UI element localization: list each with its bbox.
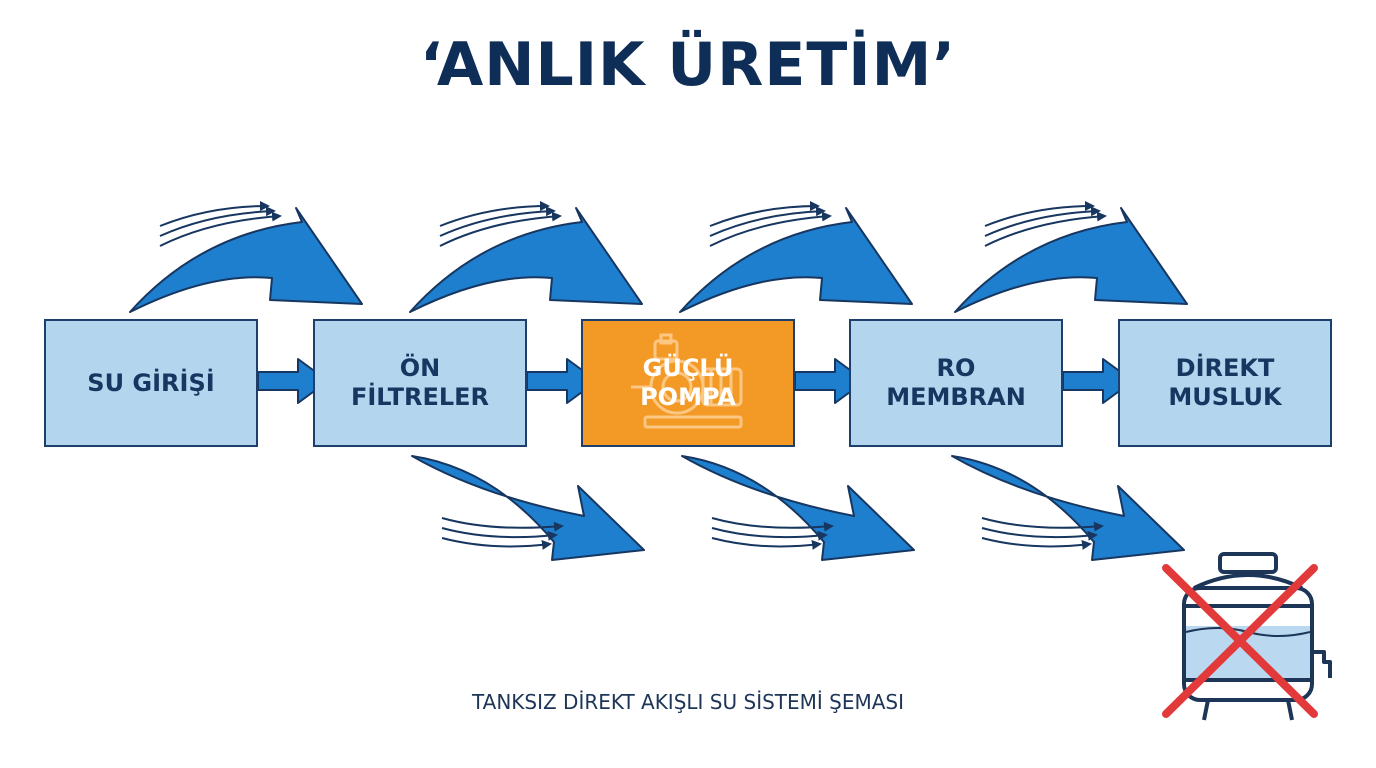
stage-label: DİREKT MUSLUK xyxy=(1168,354,1282,411)
crossed-out-water-tank-icon xyxy=(1162,552,1332,721)
stage-label: SU GİRİŞİ xyxy=(87,368,215,397)
diagram-caption: TANKSIZ DİREKT AKIŞLI SU SİSTEMİ ŞEMASI xyxy=(471,690,905,714)
flow-arrow-icon xyxy=(951,455,1185,561)
stage-box-on-filtreler: ÖN FİLTRELER xyxy=(313,319,527,447)
stage-box-su-girisi: SU GİRİŞİ xyxy=(44,319,258,447)
flow-arrow-icon xyxy=(954,201,1188,313)
page-title: ‘ANLIK ÜRETİM’ xyxy=(419,30,957,100)
flow-arcs-group xyxy=(129,201,1188,561)
stage-box-ro-membran: RO MEMBRAN xyxy=(849,319,1063,447)
stage-label: RO MEMBRAN xyxy=(886,354,1026,411)
pump-icon xyxy=(631,333,743,429)
stage-label: ÖN FİLTRELER xyxy=(350,354,490,411)
stage-box-direkt-musluk: DİREKT MUSLUK xyxy=(1118,319,1332,447)
flow-arrow-icon xyxy=(411,455,645,561)
stage-box-guclu-pompa: GÜÇLÜ POMPA xyxy=(581,319,795,447)
flow-arrow-icon xyxy=(679,201,913,313)
flow-arrow-icon xyxy=(129,201,363,313)
flow-arrow-icon xyxy=(681,455,915,561)
cross-line xyxy=(1162,564,1318,718)
stage-label: GÜÇLÜ POMPA xyxy=(640,354,736,411)
flow-arrow-icon xyxy=(409,201,643,313)
